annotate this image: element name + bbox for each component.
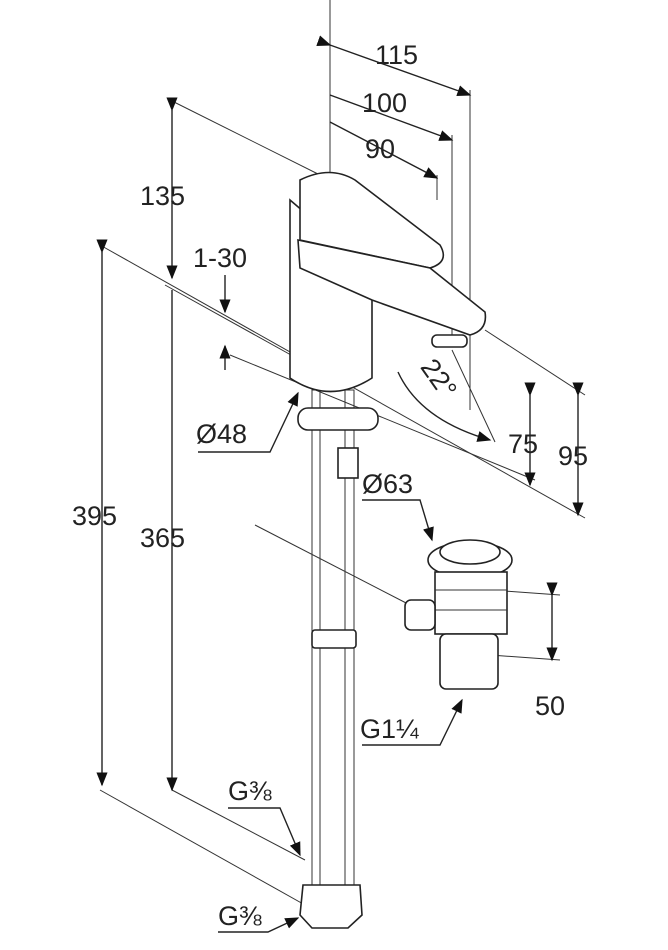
dim-50: 50 (535, 691, 565, 721)
thread-hose-2: G⅜ (218, 901, 262, 931)
thread-drain: G1¼ (360, 714, 419, 744)
dim-135: 135 (140, 181, 185, 211)
thread-hose-1: G⅜ (228, 776, 272, 806)
faucet-body (289, 171, 487, 929)
dim-dia63: Ø63 (362, 469, 413, 499)
dim-95: 95 (558, 441, 588, 471)
dim-365: 365 (140, 523, 185, 553)
dim-angle: 22° (415, 353, 463, 404)
dim-1-30: 1-30 (193, 243, 247, 273)
dim-115: 115 (375, 40, 418, 70)
dimension-lines (96, 35, 584, 933)
dim-395: 395 (72, 501, 117, 531)
dim-dia48: Ø48 (196, 419, 247, 449)
dim-100: 100 (362, 88, 407, 118)
drain-assembly (404, 539, 513, 690)
dim-90: 90 (365, 134, 395, 164)
dim-75: 75 (508, 429, 538, 459)
